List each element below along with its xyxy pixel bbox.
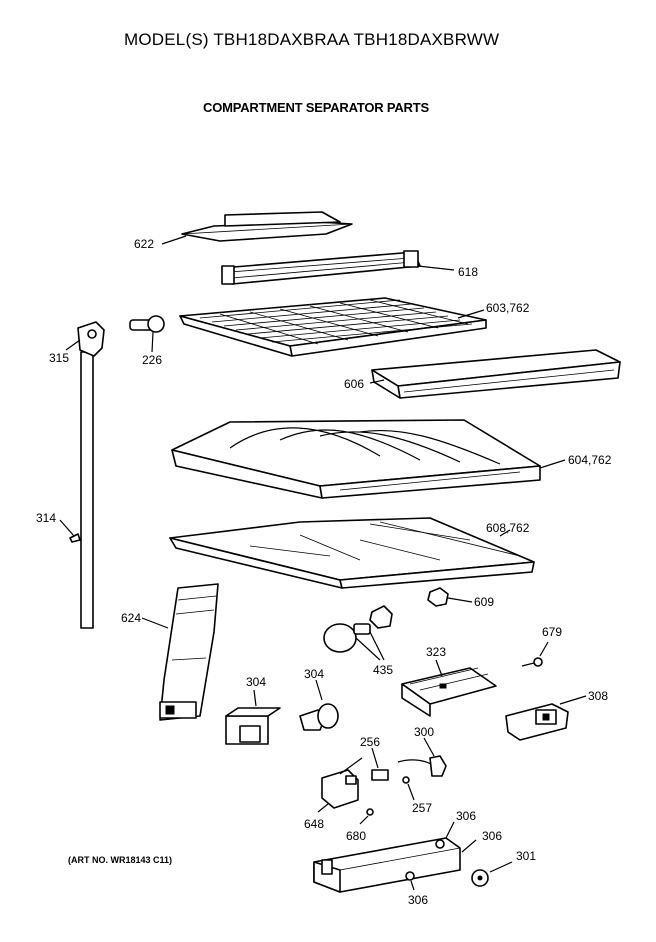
part-648-switch <box>317 757 363 813</box>
model-title: MODEL(S) TBH18DAXBRAA TBH18DAXBRWW <box>124 30 500 49</box>
callout-679: 679 <box>542 625 562 639</box>
callout-306-top: 306 <box>456 809 476 823</box>
callout-314: 314 <box>36 511 56 525</box>
part-304-timer <box>225 689 281 745</box>
callout-226: 226 <box>142 353 162 367</box>
part-435-bulb <box>323 605 393 661</box>
part-304-thermostat <box>299 679 339 731</box>
callout-315: 315 <box>49 351 69 365</box>
part-609-damper <box>427 587 473 607</box>
part-315-rod <box>65 321 105 629</box>
part-306-housing <box>313 821 477 893</box>
part-618-grille <box>221 250 421 285</box>
callout-323: 323 <box>426 645 446 659</box>
callout-304-right: 304 <box>304 667 324 681</box>
part-256-switch <box>371 747 389 781</box>
leader-lines <box>161 235 485 319</box>
callout-306-bottom: 306 <box>408 893 428 907</box>
callout-680: 680 <box>346 829 366 843</box>
part-680-screw <box>359 808 374 825</box>
callout-648: 648 <box>304 817 324 831</box>
part-604-separator <box>171 419 566 499</box>
callout-308: 308 <box>588 689 608 703</box>
callout-603: 603,762 <box>486 301 530 315</box>
part-226-pin <box>129 315 165 353</box>
callout-257: 257 <box>412 801 432 815</box>
part-300-thermostat <box>397 737 447 777</box>
callout-604: 604,762 <box>568 453 612 467</box>
callout-306-right: 306 <box>482 829 502 843</box>
part-679-screw <box>521 641 549 667</box>
part-624-duct <box>141 583 219 721</box>
callout-256: 256 <box>360 735 380 749</box>
callout-300: 300 <box>414 725 434 739</box>
section-title: COMPARTMENT SEPARATOR PARTS <box>203 100 429 115</box>
part-301-knob <box>471 861 513 887</box>
callout-622: 622 <box>134 237 154 251</box>
callout-624: 624 <box>121 611 141 625</box>
part-308-bracket <box>505 695 587 741</box>
callout-435: 435 <box>373 663 393 677</box>
part-314-clip <box>59 519 81 543</box>
callout-609: 609 <box>474 595 494 609</box>
part-608-separator <box>169 517 535 589</box>
part-323-bracket <box>401 659 497 717</box>
part-603-shelf <box>179 297 487 357</box>
callout-606: 606 <box>344 377 364 391</box>
art-number: (ART NO. WR18143 C11) <box>68 855 173 865</box>
part-257-clip <box>402 776 415 801</box>
callout-608: 608,762 <box>486 521 530 535</box>
callout-301: 301 <box>516 849 536 863</box>
callout-618: 618 <box>458 265 478 279</box>
part-622-cover <box>181 211 353 242</box>
part-606-trim <box>369 349 621 399</box>
callout-304-left: 304 <box>246 675 266 689</box>
